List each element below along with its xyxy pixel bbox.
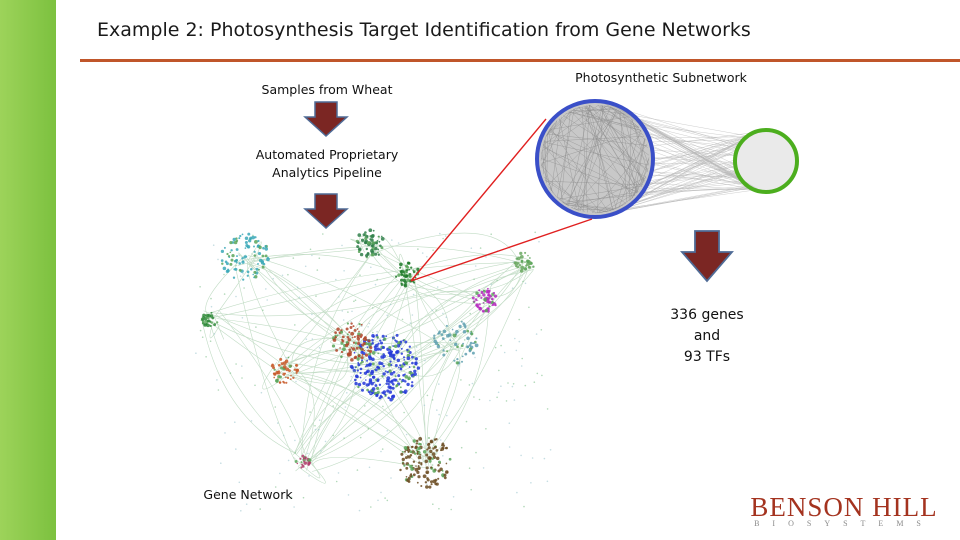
subnetwork-label: Photosynthetic Subnetwork [575,70,747,85]
photosynthetic-subnetwork-graph [535,99,799,219]
samples-label: Samples from Wheat [261,82,393,97]
gene-network-graph [195,228,552,512]
pipeline-label-text: Automated Proprietary Analytics Pipeline [255,147,399,180]
company-logo: BENSON HILL BIOSYSTEMS [748,492,940,532]
title-rule [80,59,960,62]
result-line-genes: 336 genes [670,307,744,323]
result-line-and: and [693,328,721,344]
slide-title: Example 2: Photosynthesis Target Identif… [97,19,751,41]
pipeline-label: Automated Proprietary Analytics Pipeline [228,146,426,182]
logo-subtitle: BIOSYSTEMS [754,519,934,528]
down-arrow-icon [303,193,349,230]
result-line-tfs: 93 TFs [683,349,731,365]
side-accent-bar [0,0,56,540]
result-text: 336 genes and 93 TFs [640,305,774,368]
gene-network-label: Gene Network [203,487,293,502]
down-arrow-icon [303,101,349,138]
green-cluster-ring [733,128,799,194]
logo-name: BENSON HILL [750,492,938,522]
down-arrow-icon [680,230,734,283]
